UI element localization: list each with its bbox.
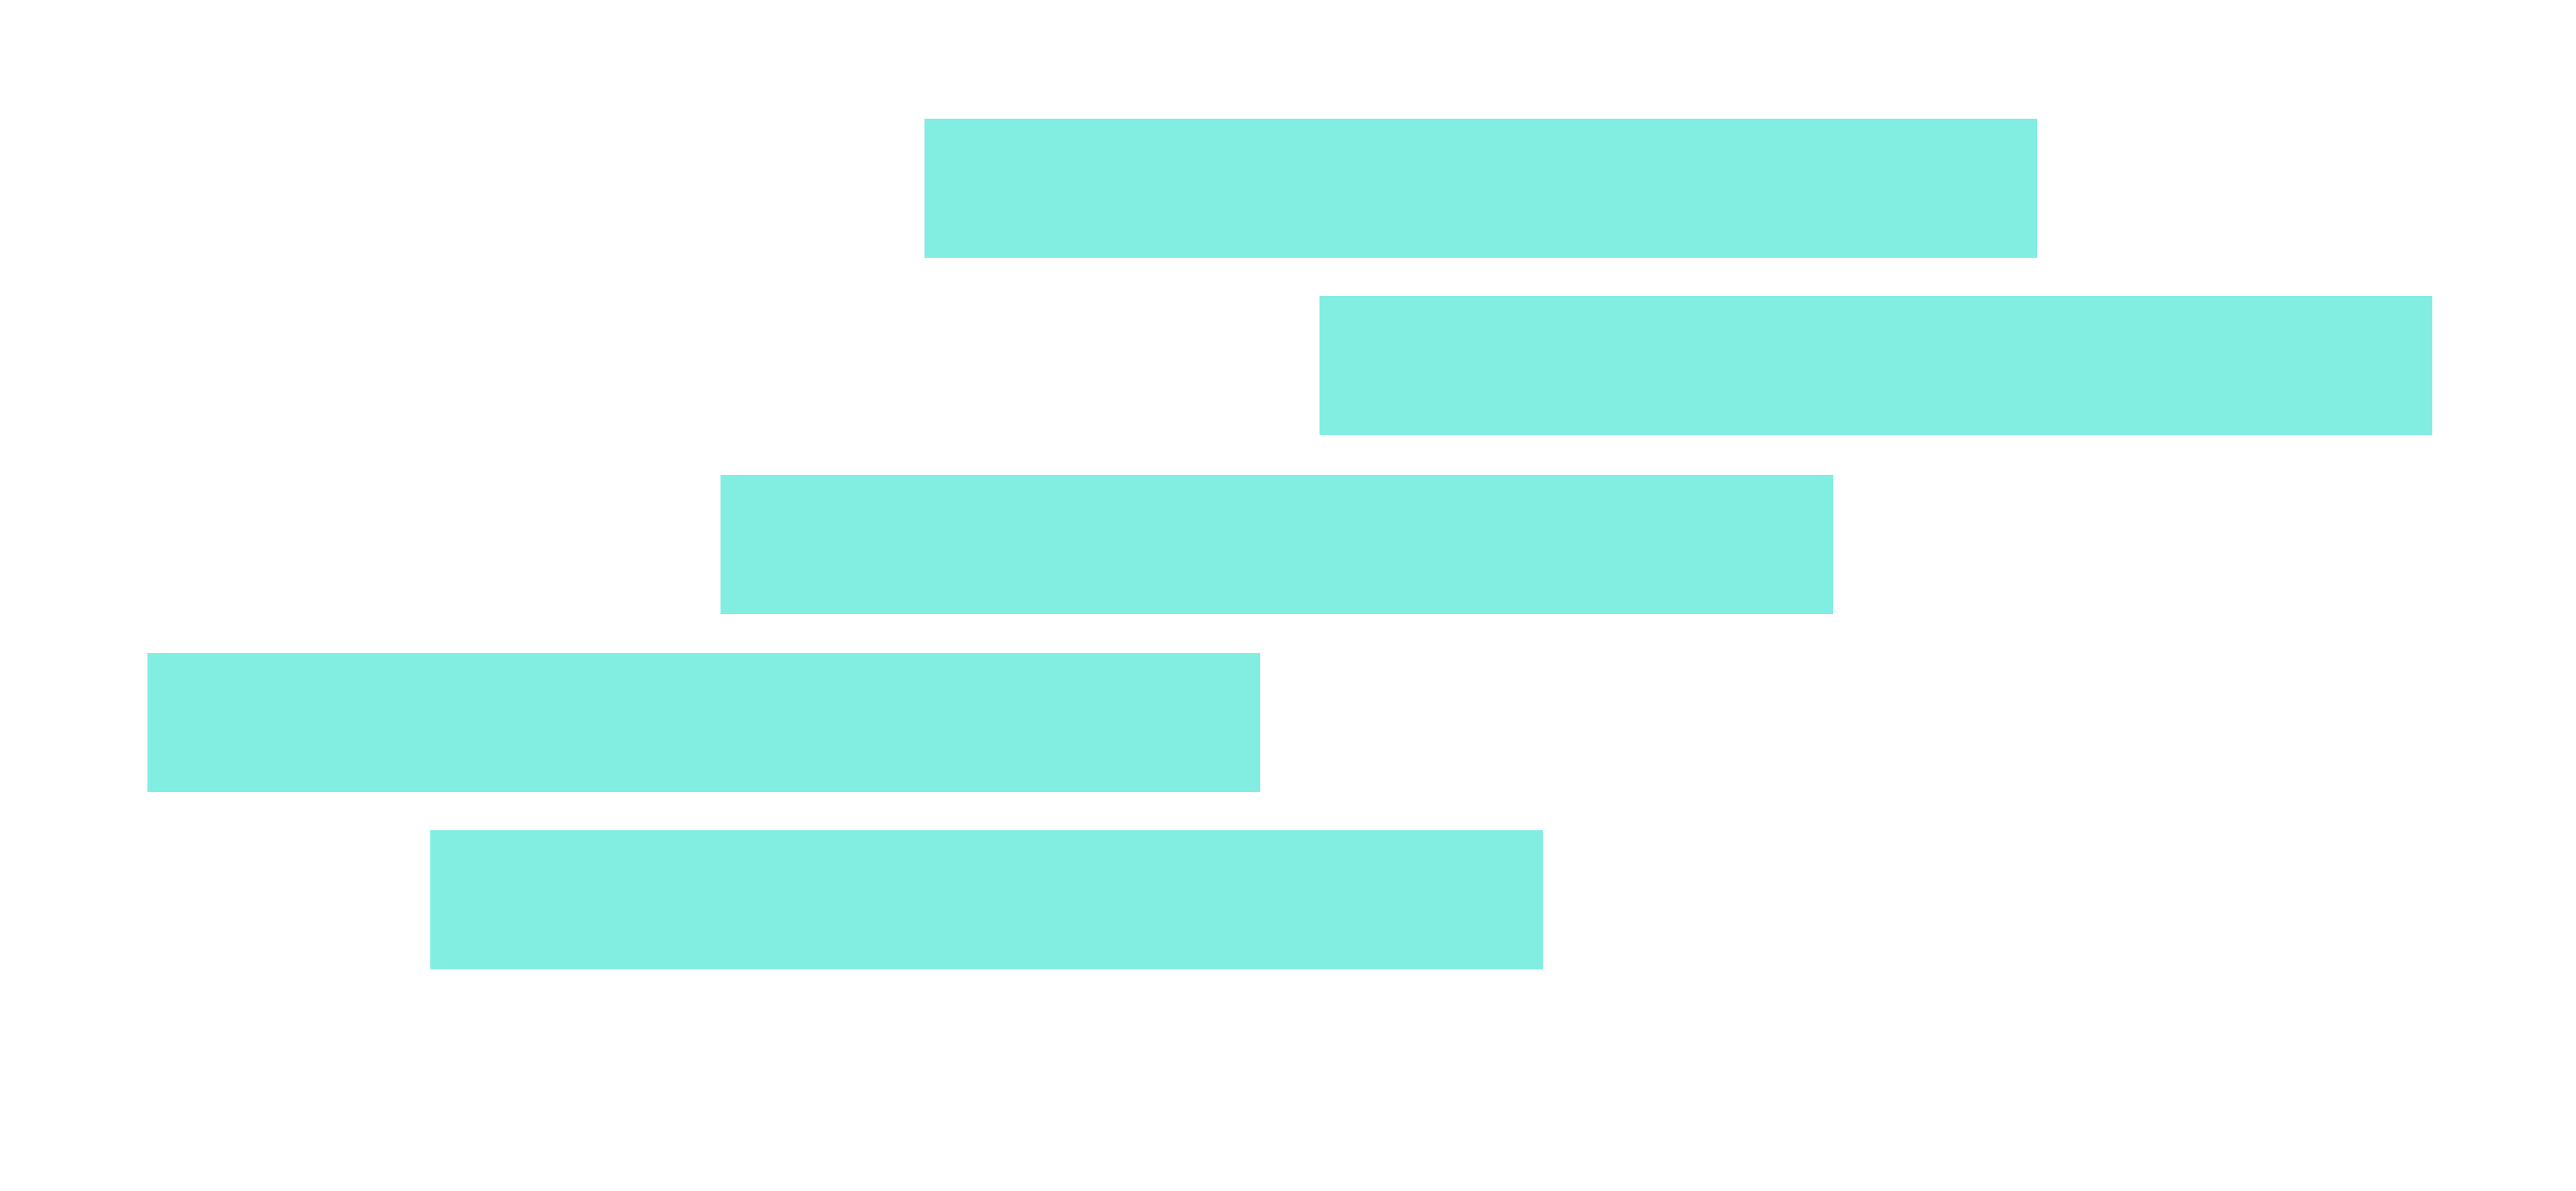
horizontal-bar	[721, 475, 1833, 614]
horizontal-bar	[925, 119, 2037, 258]
horizontal-bar	[147, 653, 1260, 792]
horizontal-bar	[430, 830, 1543, 969]
horizontal-bar	[1320, 296, 2432, 435]
